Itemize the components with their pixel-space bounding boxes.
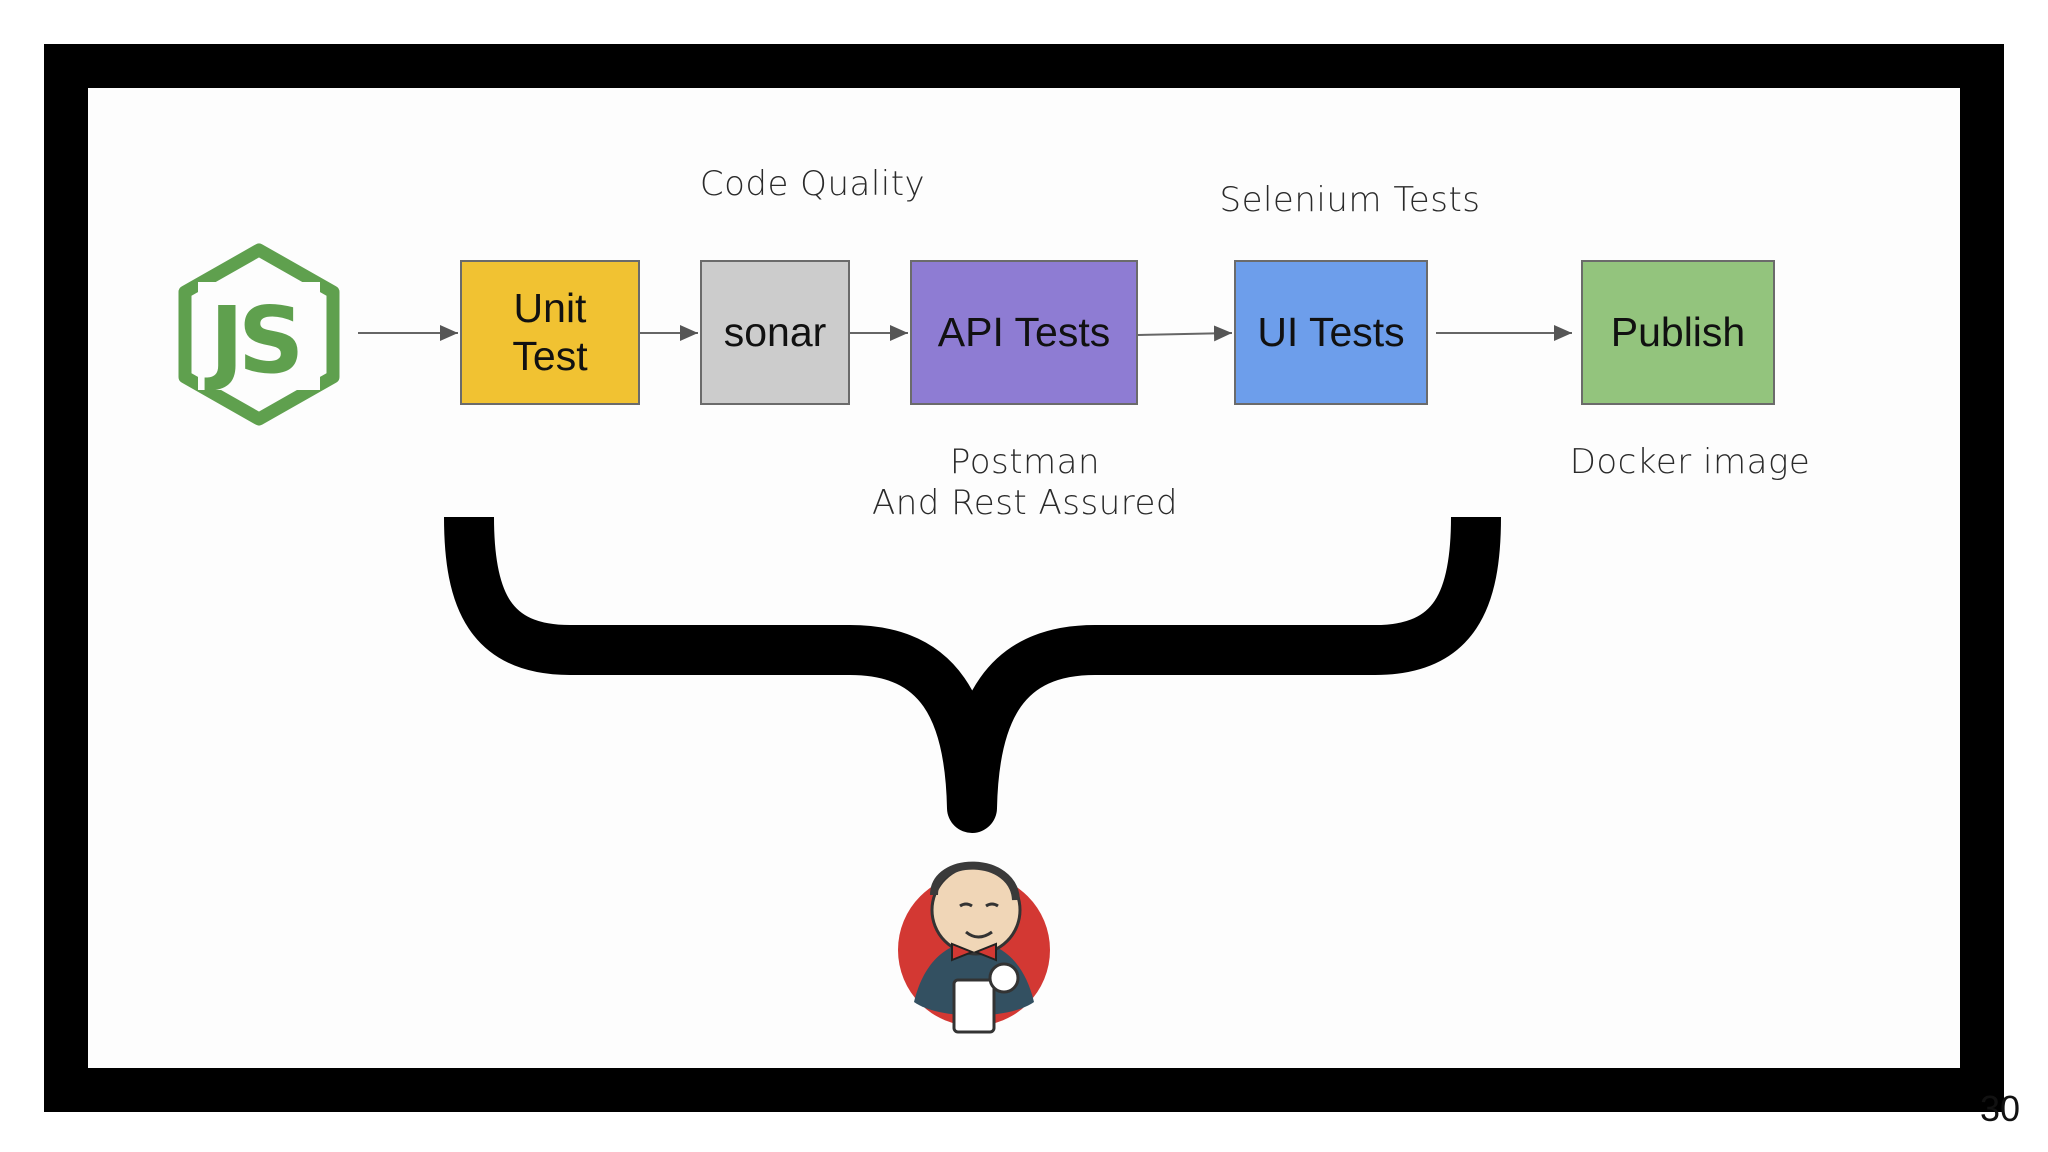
stage-api-tests: API Tests [910,260,1138,405]
stage-label: Unit Test [512,285,588,379]
stage-label: Publish [1610,308,1746,355]
caption-postman: Postman And Rest Assured [871,442,1179,523]
stage-label: API Tests [937,308,1111,355]
stage-label: sonar [723,308,827,355]
caption-docker-image: Docker image [1569,442,1811,482]
connectors [358,325,1572,342]
arrow-api-to-ui [1137,325,1233,342]
stage-sonar: sonar [700,260,850,405]
stage-ui-tests: UI Tests [1234,260,1428,405]
stage-publish: Publish [1581,260,1775,405]
caption-code-quality: Code Quality [699,164,926,204]
nodejs-logo: JS [178,243,340,426]
stage-unit-test: Unit Test [460,260,640,405]
caption-selenium-tests: Selenium Tests [1219,180,1481,220]
nodejs-logo-text: JS [204,287,299,394]
curly-brace [444,516,1501,833]
stage-label: UI Tests [1257,308,1405,355]
jenkins-logo [898,861,1050,1034]
page-number: 30 [1979,1088,2020,1129]
